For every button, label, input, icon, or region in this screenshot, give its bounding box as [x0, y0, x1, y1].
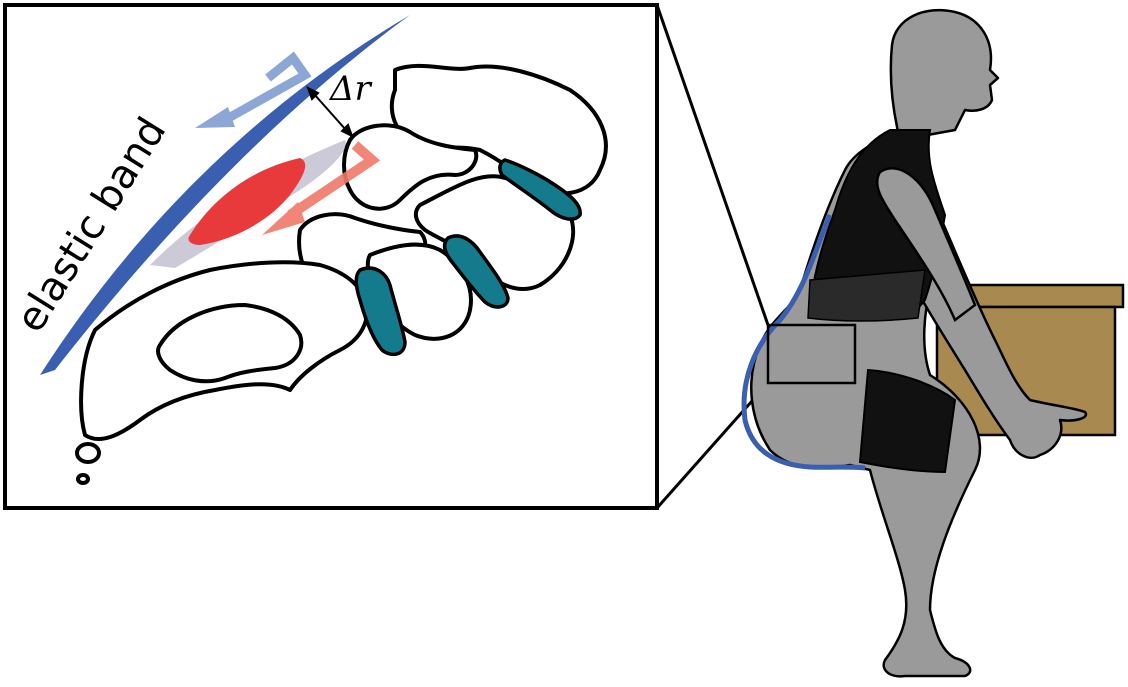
coccyx-tip: [78, 475, 88, 483]
delta-r-label: Δr: [328, 69, 373, 109]
zoom-inset-panel: Δr elastic band: [5, 5, 657, 508]
head: [891, 10, 998, 140]
lifting-person-panel: [744, 10, 1123, 676]
coccyx: [77, 444, 99, 462]
